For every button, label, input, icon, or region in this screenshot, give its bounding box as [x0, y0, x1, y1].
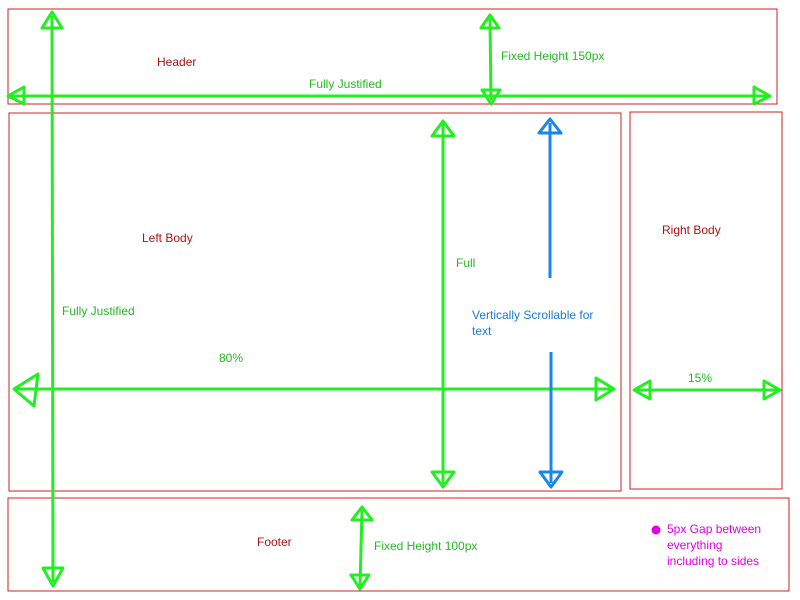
header-height-arrow — [479, 13, 502, 106]
footer-label: Footer — [257, 535, 292, 549]
scroll-arrow — [537, 117, 564, 489]
left-height-note: Full — [456, 256, 475, 270]
right-body-box — [629, 111, 783, 490]
right-body-label: Right Body — [662, 223, 721, 237]
left-body-box — [8, 112, 622, 492]
left-vertical-arrow — [40, 10, 65, 588]
scroll-note-line2: text — [472, 324, 492, 338]
footer-height-note: Fixed Height 100px — [374, 539, 477, 553]
header-width-note: Fully Justified — [309, 77, 382, 91]
header-label: Header — [157, 55, 196, 69]
left-width-arrow — [12, 372, 616, 408]
gap-note-line3: including to sides — [667, 554, 759, 568]
left-vertical-note: Fully Justified — [62, 304, 135, 318]
gap-note-line2: everything — [667, 538, 722, 552]
footer-box — [7, 497, 790, 592]
scroll-note-line1: Vertically Scrollable for — [472, 308, 593, 322]
right-width-arrow — [632, 379, 782, 401]
header-width-arrow — [6, 85, 772, 106]
footer-height-arrow — [349, 505, 374, 591]
left-height-arrow — [430, 119, 456, 489]
magenta-dot-icon — [651, 525, 661, 535]
right-width-note: 15% — [688, 371, 712, 385]
gap-note-line1: 5px Gap between — [667, 522, 761, 536]
left-width-note: 80% — [219, 351, 243, 365]
left-body-label: Left Body — [142, 231, 193, 245]
header-height-note: Fixed Height 150px — [501, 49, 604, 63]
header-box — [7, 8, 778, 105]
